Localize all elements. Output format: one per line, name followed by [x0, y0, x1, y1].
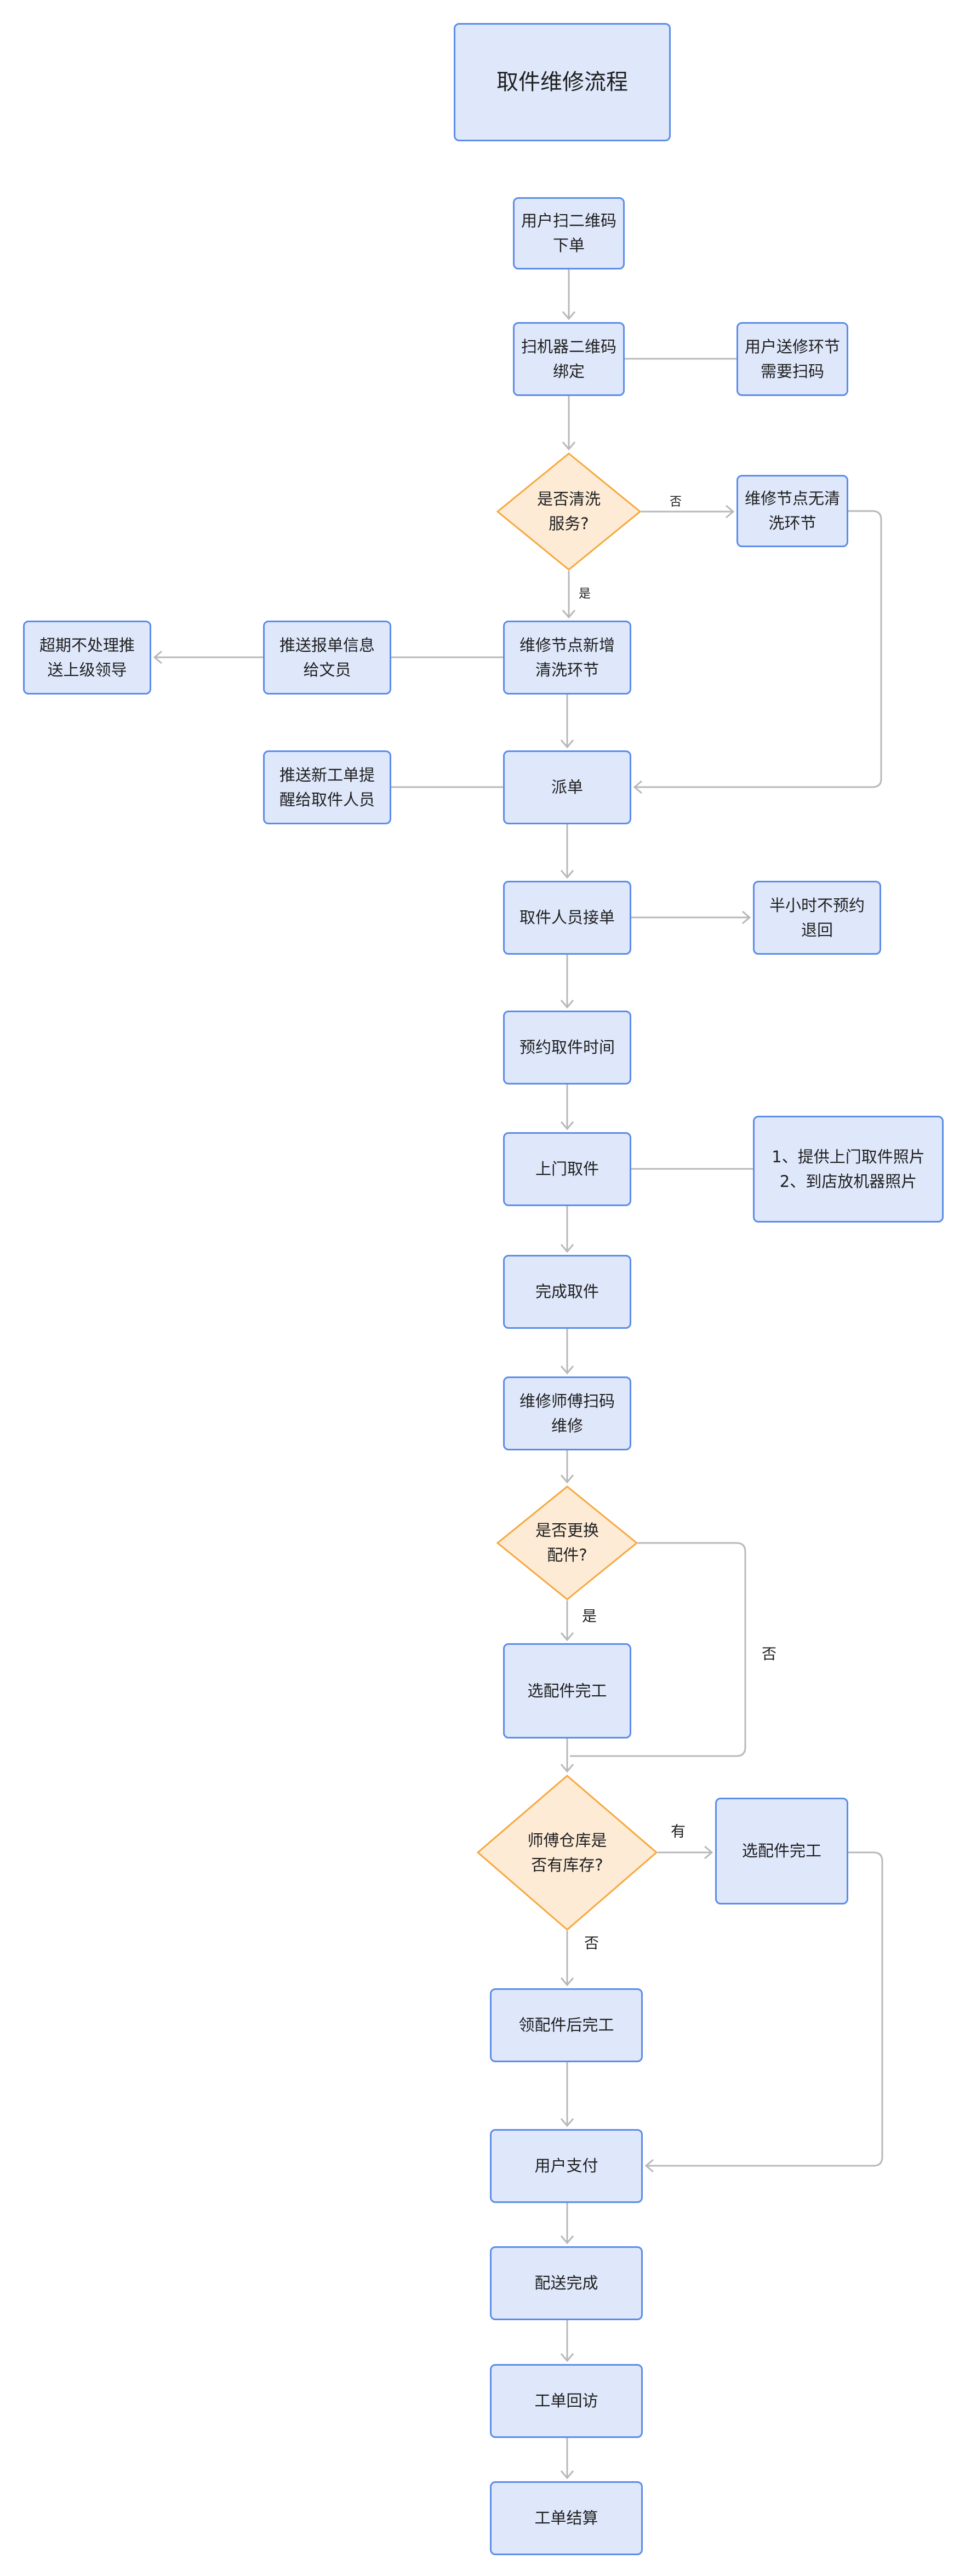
edge-label-replace-yes: 是 — [582, 1608, 597, 1625]
decision-is-wash: 是否清洗 服务? — [496, 452, 642, 571]
node-select-parts-done-2: 选配件完工 — [715, 1798, 848, 1904]
node-no-wash: 维修节点无清 洗环节 — [736, 475, 848, 547]
node-tech-scan-repair: 维修师傅扫码 维修 — [503, 1376, 631, 1450]
edge-bind-to-wash — [562, 396, 576, 451]
edge-stock-no — [560, 1931, 574, 1987]
node-photos-note: 1、提供上门取件照片 2、到店放机器照片 — [753, 1116, 944, 1223]
node-half-hour-return: 半小时不预约 退回 — [753, 881, 881, 955]
edge-label-wash-yes: 是 — [579, 587, 591, 601]
edge-accept-to-return — [631, 910, 751, 925]
edge-label-stock-no: 否 — [584, 1935, 599, 1952]
edge-wash-yes — [562, 571, 576, 619]
edge-replace-no — [570, 1542, 746, 1757]
edge-revisit-to-settle — [560, 2438, 574, 2480]
edge-label-stock-yes: 有 — [671, 1823, 686, 1840]
edge-door-to-done — [560, 1206, 574, 1253]
node-schedule-pickup: 预约取件时间 — [503, 1011, 631, 1085]
edge-schedule-to-door — [560, 1085, 574, 1131]
node-dispatch: 派单 — [503, 750, 631, 824]
node-delivery-done: 配送完成 — [490, 2246, 643, 2320]
node-send-repair-scan: 用户送修环节 需要扫码 — [736, 322, 848, 396]
edge-add-wash-to-dispatch — [560, 695, 574, 749]
edge-no-wash-to-dispatch — [633, 510, 882, 794]
decision-has-stock-label: 师傅仓库是 否有库存? — [527, 1831, 607, 1874]
node-order-settle: 工单结算 — [490, 2481, 643, 2555]
edge-order-to-bind — [562, 269, 576, 320]
node-user-scan-order: 用户扫二维码 下单 — [513, 197, 625, 269]
title-node: 取件维修流程 — [454, 23, 671, 141]
decision-replace-parts: 是否更换 配件? — [496, 1485, 638, 1600]
edge-get-to-pay — [560, 2062, 574, 2127]
edge-clerk-to-escalate — [153, 650, 263, 664]
node-pickup-done: 完成取件 — [503, 1255, 631, 1329]
node-add-wash: 维修节点新增 清洗环节 — [503, 621, 631, 695]
edge-wash-no — [641, 504, 735, 519]
edge-accept-to-schedule — [560, 955, 574, 1009]
node-user-pay: 用户支付 — [490, 2129, 643, 2203]
node-order-revisit: 工单回访 — [490, 2364, 643, 2438]
decision-is-wash-label: 是否清洗 服务? — [536, 490, 601, 533]
node-pickup-accept: 取件人员接单 — [503, 881, 631, 955]
node-push-report-clerk: 推送报单信息 给文员 — [263, 621, 391, 695]
edge-label-wash-no: 否 — [670, 495, 682, 509]
edge-done-to-tech — [560, 1329, 574, 1375]
decision-has-stock: 师傅仓库是 否有库存? — [476, 1775, 658, 1931]
node-overdue-escalate: 超期不处理推 送上级领导 — [23, 621, 151, 695]
node-get-parts-done: 领配件后完工 — [490, 1988, 643, 2062]
edge-tech-to-replace — [560, 1450, 574, 1484]
edge-select1-to-stock — [560, 1739, 574, 1773]
edge-stock-yes — [658, 1845, 713, 1860]
edge-select2-to-pay — [644, 1851, 883, 2173]
decision-replace-parts-label: 是否更换 配件? — [535, 1521, 599, 1564]
node-select-parts-done-1: 选配件完工 — [503, 1643, 631, 1739]
node-door-pickup: 上门取件 — [503, 1132, 631, 1206]
edge-replace-yes — [560, 1600, 574, 1642]
edge-pay-to-delivery — [560, 2203, 574, 2245]
edge-delivery-to-revisit — [560, 2320, 574, 2362]
edge-label-replace-no: 否 — [762, 1646, 776, 1663]
node-push-new-order: 推送新工单提 醒给取件人员 — [263, 750, 391, 824]
edge-dispatch-to-accept — [560, 824, 574, 879]
node-scan-bind: 扫机器二维码 绑定 — [513, 322, 625, 396]
